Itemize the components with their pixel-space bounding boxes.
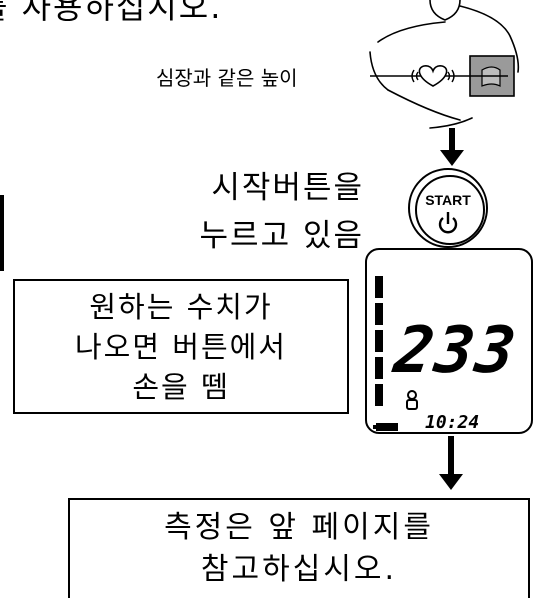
start-button[interactable]: START — [408, 168, 488, 248]
time-reading: 10:24 — [425, 412, 480, 433]
reference-line1: 측정은 앞 페이지를 — [164, 510, 434, 545]
arrow-down-icon — [439, 436, 463, 490]
pressure-reading: 233 — [389, 314, 522, 388]
arrow-down-icon — [440, 128, 464, 166]
start-button-label: START — [425, 192, 471, 208]
release-line3: 손을 뗌 — [132, 369, 230, 404]
lcd-display: 233 10:24 — [365, 248, 533, 434]
release-line1: 원하는 수치가 — [89, 289, 273, 324]
left-crop-bracket — [0, 195, 4, 271]
heart-icon — [411, 65, 455, 87]
release-line2: 나오면 버튼에서 — [75, 329, 287, 364]
start-instruction-line2: 누르고 있음 — [199, 218, 364, 254]
reference-line2: 참고하십시오. — [200, 552, 398, 587]
person-icon — [406, 390, 418, 410]
release-instruction-box: 원하는 수치가 나오면 버튼에서 손을 뗌 — [13, 279, 349, 414]
top-instruction-text: 를 사용하십시오. — [0, 0, 223, 26]
start-instruction-line1: 시작버튼을 — [211, 170, 364, 206]
pressure-bar-graph — [375, 276, 383, 411]
reference-note-box: 측정은 앞 페이지를 참고하십시오. — [68, 498, 530, 598]
power-icon — [438, 212, 458, 234]
heart-level-label: 심장과 같은 높이 — [156, 66, 298, 90]
battery-icon — [373, 423, 398, 431]
